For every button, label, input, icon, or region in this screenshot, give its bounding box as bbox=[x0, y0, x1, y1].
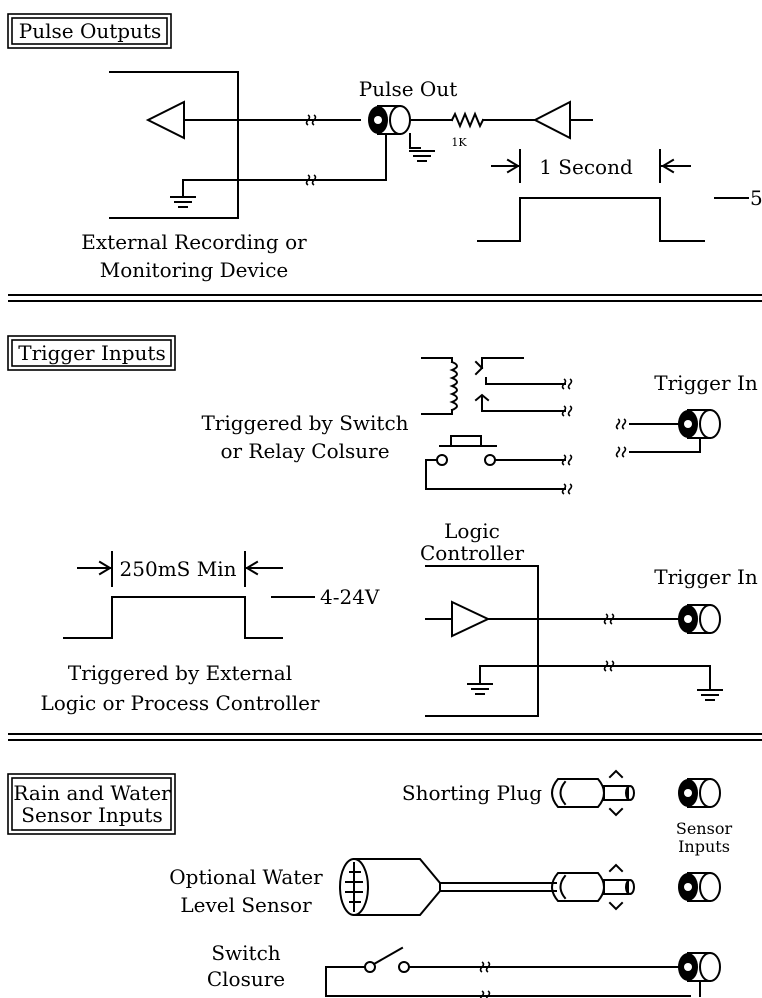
water-sensor-label-line1: Optional Water bbox=[169, 865, 323, 889]
logic-controller-symbol bbox=[425, 565, 723, 717]
pulse-out-jack bbox=[367, 105, 435, 181]
min-pulse-markers bbox=[77, 551, 283, 587]
driver-buffer-symbol bbox=[532, 100, 593, 140]
resistor-symbol bbox=[411, 111, 536, 129]
water-level-sensor-symbol bbox=[339, 858, 635, 916]
sensor-title-line2: Sensor Inputs bbox=[21, 803, 162, 827]
trigger-in-jack-1 bbox=[615, 409, 721, 458]
pulse-outputs-title: Pulse Outputs bbox=[19, 19, 162, 43]
one-second-label: 1 Second bbox=[539, 155, 633, 179]
device-label-line2: Monitoring Device bbox=[100, 258, 288, 282]
trigger-inputs-section: Trigger Inputs Triggered by Switch bbox=[7, 335, 758, 717]
switch-label-line1: Triggered by Switch bbox=[201, 411, 408, 435]
logic-label-line2: Controller bbox=[420, 541, 524, 565]
min-pulse-label: 250mS Min bbox=[120, 557, 237, 581]
external-label-line2: Logic or Process Controller bbox=[40, 691, 320, 715]
device-label-line1: External Recording or bbox=[81, 230, 307, 254]
trigger-waveform bbox=[63, 596, 283, 639]
shorting-plug-symbol bbox=[551, 769, 635, 817]
sensor-jack-3 bbox=[677, 952, 721, 982]
external-device-symbol bbox=[109, 71, 387, 219]
trigger-inputs-title: Trigger Inputs bbox=[18, 341, 165, 365]
push-button-switch-symbol bbox=[425, 435, 573, 495]
water-sensor-label-line2: Level Sensor bbox=[180, 893, 312, 917]
resistor-label: 1K bbox=[451, 136, 467, 149]
trigger-in-label-2: Trigger In bbox=[654, 565, 758, 589]
switch-label-line2: or Relay Colsure bbox=[220, 439, 389, 463]
sensor-jack-2 bbox=[677, 872, 721, 902]
voltage-range-label: 4-24V bbox=[320, 585, 380, 609]
trigger-in-jack-2 bbox=[677, 604, 721, 634]
switch-closure-line1: Switch bbox=[211, 941, 280, 965]
sensor-jack-1 bbox=[677, 778, 721, 808]
sensor-inputs-label-line1: Sensor bbox=[676, 819, 733, 838]
voltage-label: 5V bbox=[750, 186, 762, 210]
pulse-timing-markers bbox=[491, 149, 691, 183]
section-divider-2 bbox=[8, 733, 762, 741]
external-label-line1: Triggered by External bbox=[68, 661, 292, 685]
sensor-inputs-label-line2: Inputs bbox=[678, 837, 730, 856]
relay-symbol bbox=[421, 357, 573, 417]
trigger-in-label: Trigger In bbox=[654, 371, 758, 395]
logic-label-line1: Logic bbox=[444, 519, 500, 543]
shorting-plug-label: Shorting Plug bbox=[402, 781, 542, 805]
sensor-title-line1: Rain and Water bbox=[13, 781, 171, 805]
pulse-outputs-section: Pulse Outputs Pulse Out 1K bbox=[7, 13, 762, 282]
pulse-out-label: Pulse Out bbox=[359, 77, 458, 101]
section-divider-1 bbox=[8, 294, 762, 302]
switch-closure-symbol bbox=[325, 946, 701, 998]
sensor-inputs-section: Rain and Water Sensor Inputs Shorting Pl… bbox=[7, 769, 733, 998]
pulse-waveform bbox=[477, 197, 705, 242]
switch-closure-line2: Closure bbox=[207, 967, 285, 991]
